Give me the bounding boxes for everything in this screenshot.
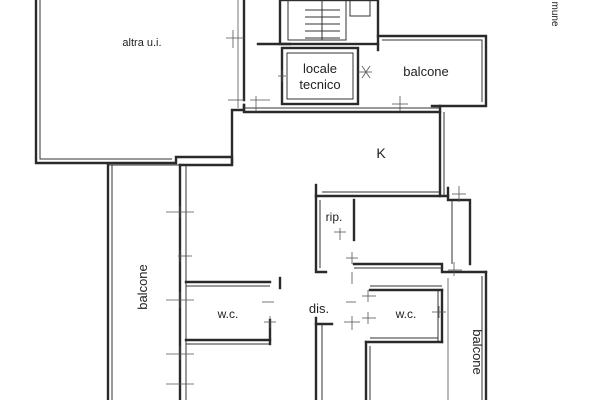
- label-ripostiglio: rip.: [326, 210, 343, 224]
- label-balcone-left: balcone: [135, 264, 150, 310]
- label-wc-right: w.c.: [395, 307, 417, 321]
- left-rooms: [166, 163, 276, 400]
- label-wc-left: w.c.: [217, 307, 239, 321]
- balcone-left: [106, 163, 180, 400]
- label-balcone-top: balcone: [403, 64, 449, 79]
- balcone-right: [447, 262, 488, 400]
- margin-text: mune: [549, 1, 560, 26]
- wc-right-room: [362, 285, 446, 400]
- ripostiglio-room: [314, 194, 356, 274]
- altra-ui-unit: [34, 0, 246, 165]
- stair-core: [256, 0, 380, 52]
- right-room-block: [352, 186, 488, 274]
- label-locale-tecnico-1: locale: [303, 61, 337, 76]
- disimpegno-hall: [262, 252, 360, 400]
- label-kitchen: K: [376, 145, 386, 161]
- label-altra-ui: altra u.i.: [122, 37, 161, 49]
- balcone-top: [376, 34, 488, 112]
- label-disimpegno: dis.: [309, 301, 329, 316]
- kitchen-area: [178, 96, 450, 198]
- label-locale-tecnico-2: tecnico: [299, 77, 340, 92]
- label-balcone-right: balcone: [470, 329, 485, 375]
- locale-tecnico-room: [278, 46, 372, 106]
